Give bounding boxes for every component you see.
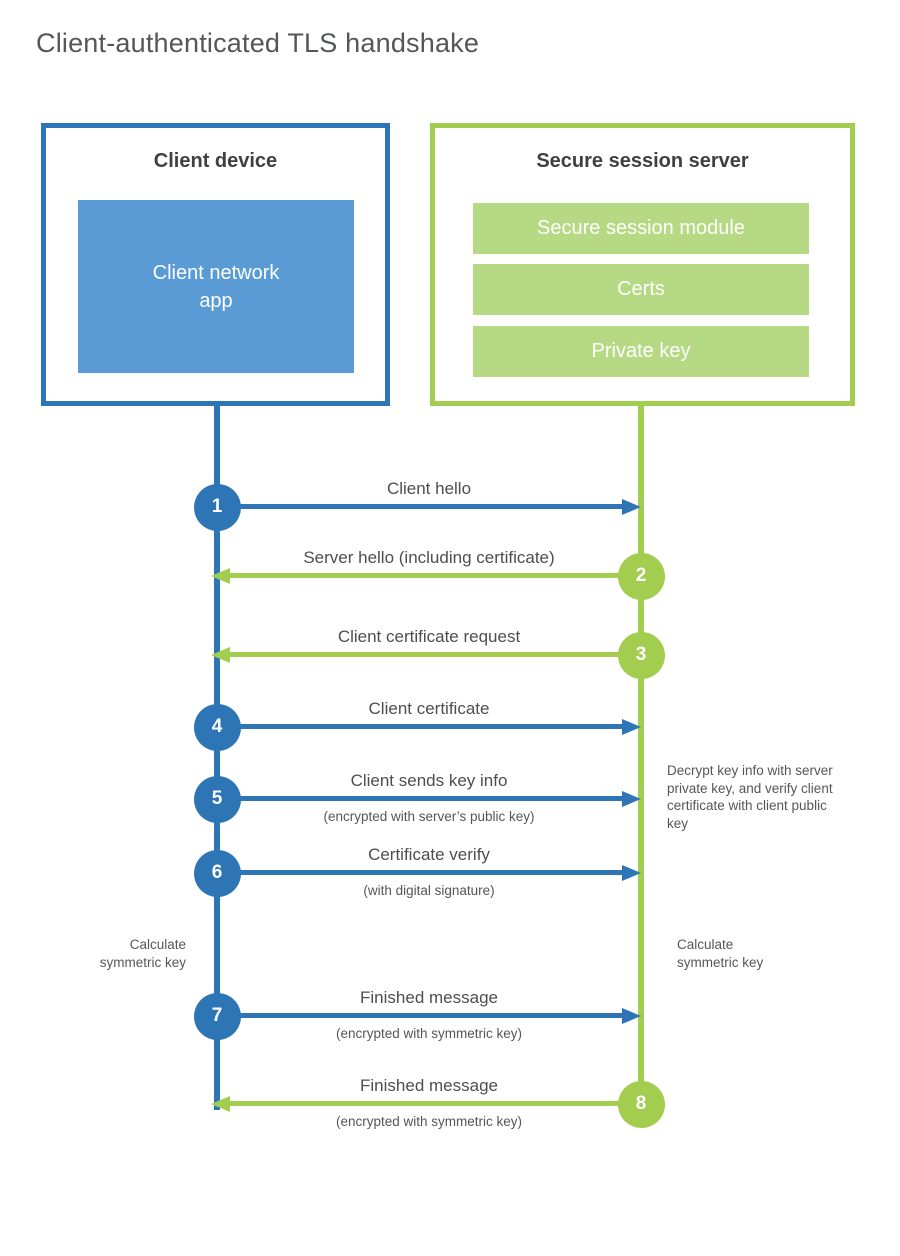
server-lifeline <box>638 406 644 1104</box>
arrowhead-icon <box>211 568 230 584</box>
message-subtitle: (with digital signature) <box>363 883 495 898</box>
message-label: Client sends key info <box>350 771 508 790</box>
message-arrow <box>228 1101 641 1106</box>
arrowhead-icon <box>622 499 641 515</box>
server-box: Secure session server Secure session mod… <box>430 123 855 406</box>
arrowhead-icon <box>211 1096 230 1112</box>
step-circle: 6 <box>193 849 241 897</box>
calc-symmetric-key-note-server: Calculate symmetric key <box>677 937 764 970</box>
arrowhead-icon <box>622 865 641 881</box>
arrowhead-icon <box>622 1008 641 1024</box>
arrowhead-icon <box>211 647 230 663</box>
message-subtitle: (encrypted with symmetric key) <box>335 1026 523 1041</box>
message-label: Client certificate <box>368 699 490 718</box>
arrowhead-icon <box>622 719 641 735</box>
message-subtitle: (encrypted with server’s public key) <box>323 809 535 824</box>
message-label: Client hello <box>386 479 472 498</box>
message-arrow <box>217 724 626 729</box>
step-circle: 3 <box>617 631 665 679</box>
client-lifeline <box>214 406 220 1110</box>
server-module-private-key: Private key <box>473 326 809 377</box>
message-label: Client certificate request <box>337 627 521 646</box>
server-module-secure-session: Secure session module <box>473 203 809 254</box>
message-label: Certificate verify <box>368 845 490 864</box>
step-circle: 5 <box>193 775 241 823</box>
step-circle: 4 <box>193 703 241 751</box>
message-label: Server hello (including certificate) <box>303 548 555 567</box>
step-circle: 1 <box>193 483 241 531</box>
message-arrow <box>217 1013 626 1018</box>
message-arrow <box>228 573 641 578</box>
arrowhead-icon <box>622 791 641 807</box>
message-label: Finished message <box>360 988 498 1007</box>
step-circle: 8 <box>617 1080 665 1128</box>
message-arrow <box>228 652 641 657</box>
client-network-app-box: Client network app <box>78 200 354 373</box>
message-subtitle: (encrypted with symmetric key) <box>335 1114 523 1129</box>
client-device-box: Client device Client network app <box>41 123 390 406</box>
step-circle: 2 <box>617 552 665 600</box>
step-circle: 7 <box>193 992 241 1040</box>
message-arrow <box>217 796 626 801</box>
message-arrow <box>217 504 626 509</box>
client-device-title: Client device <box>153 150 278 172</box>
calc-symmetric-key-note-client: Calculate symmetric key <box>99 937 186 970</box>
server-module-certs: Certs <box>473 264 809 315</box>
server-title: Secure session server <box>536 150 749 172</box>
message-label: Finished message <box>360 1076 498 1095</box>
decrypt-note: Decrypt key info with server private key… <box>667 763 833 831</box>
message-arrow <box>217 870 626 875</box>
page-title: Client-authenticated TLS handshake <box>36 28 480 58</box>
